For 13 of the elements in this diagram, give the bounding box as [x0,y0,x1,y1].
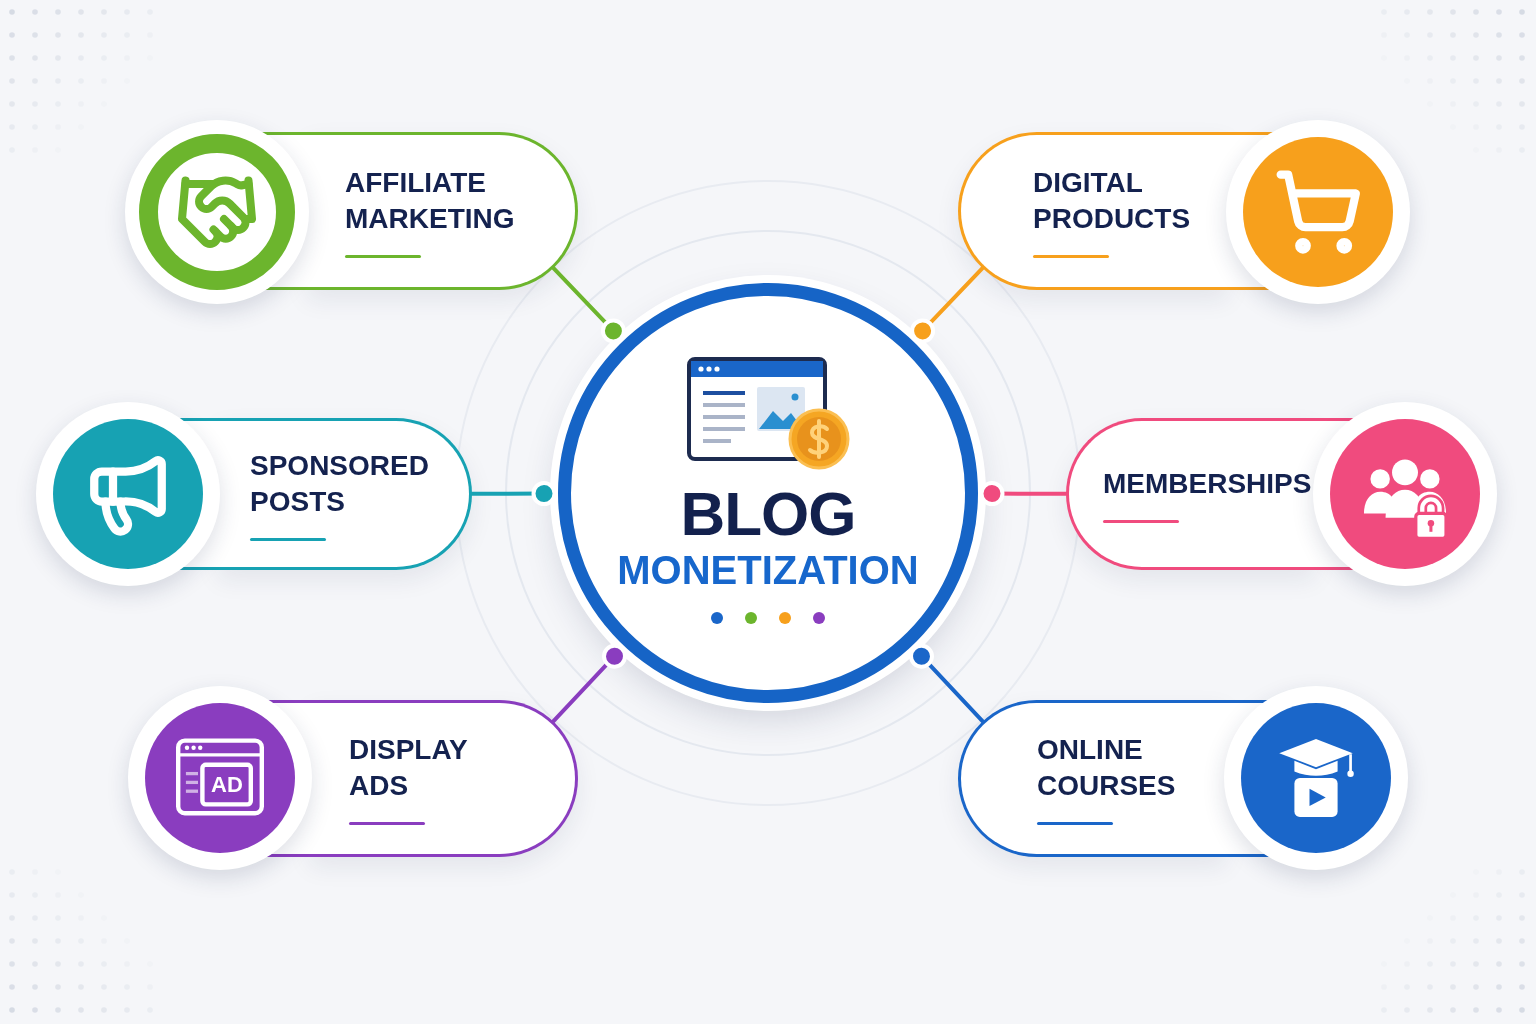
node-label: MEMBERSHIPS [1103,466,1312,501]
connector-line [551,266,626,344]
icon-caption: AD [211,773,243,797]
hub-title: BLOG [680,481,856,547]
node-label: AFFILIATE MARKETING [345,165,516,236]
hub-subtitle: MONETIZATION [617,547,919,593]
node-label: ONLINE COURSES [1037,733,1177,803]
node-label: SPONSORED POSTS [250,448,430,519]
connector-line [551,643,627,724]
node-label: DIGITAL PRODUCTS [1033,165,1192,236]
connector-line [910,266,985,344]
connector-line [909,643,985,724]
node-label: DISPLAY ADS [349,733,469,803]
